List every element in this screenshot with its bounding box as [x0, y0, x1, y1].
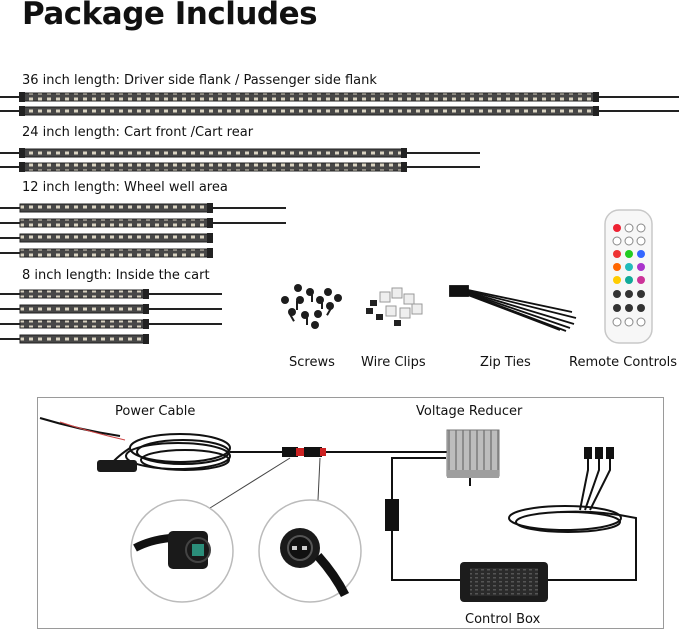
led-strip-8-a: [0, 289, 222, 299]
led-strip-8-b: [0, 304, 222, 314]
connector-male-closeup-icon: [258, 499, 362, 603]
led-strip-8-d: [0, 334, 149, 344]
control-box-icon: [460, 562, 548, 602]
strip-12-label: 12 inch length: Wheel well area: [22, 180, 228, 195]
wire-clips-icon: [366, 287, 423, 326]
connector-female-closeup-icon: [130, 499, 234, 603]
screws-icon: [281, 284, 342, 329]
led-strip-12-d: [0, 248, 213, 258]
wire-clips-label: Wire Clips: [361, 355, 426, 370]
connector-icon: [282, 447, 448, 457]
wiring-panel: [37, 397, 664, 629]
output-plugs-icon: [584, 447, 614, 459]
strip-24-label: 24 inch length: Cart front /Cart rear: [22, 125, 254, 140]
zip-ties-label: Zip Ties: [480, 355, 531, 370]
led-strip-8-c: [0, 319, 222, 329]
power-cable-icon: [39, 417, 282, 471]
led-strip-24-a: [0, 148, 480, 158]
inline-switch-icon: [97, 460, 137, 472]
remote-controls-label: Remote Controls: [569, 355, 678, 370]
voltage-reducer-label: Voltage Reducer: [416, 404, 523, 419]
led-strip-12-a: [0, 203, 286, 213]
led-strip-12-b: [0, 218, 286, 228]
pointer-line: [317, 457, 321, 501]
led-strip-36-a: [0, 92, 679, 102]
led-strip-24-b: [0, 162, 480, 172]
power-cable-label: Power Cable: [115, 404, 196, 419]
led-strip-36-b: [0, 106, 679, 116]
strip-36-label: 36 inch length: Driver side flank / Pass…: [22, 73, 377, 88]
zip-ties-icon: [449, 285, 577, 332]
page-title: Package Includes: [22, 0, 318, 32]
screws-label: Screws: [289, 355, 335, 370]
led-strip-12-c: [0, 233, 213, 243]
control-box-label: Control Box: [465, 612, 541, 627]
control-wiring: [385, 455, 637, 581]
remote-control-icon: [604, 209, 653, 344]
voltage-reducer-icon: [446, 429, 500, 486]
pointer-line: [209, 457, 291, 509]
strip-8-label: 8 inch length: Inside the cart: [22, 268, 210, 283]
